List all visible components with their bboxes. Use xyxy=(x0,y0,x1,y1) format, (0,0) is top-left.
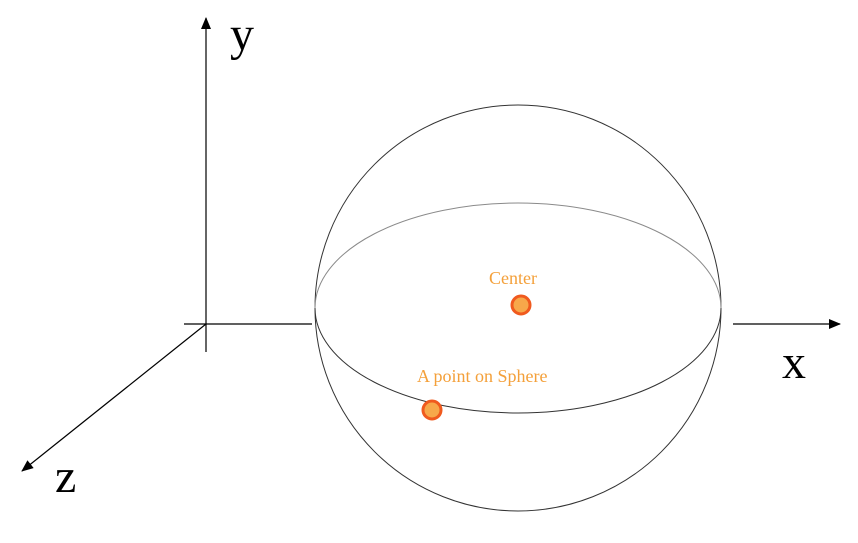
surface-point-label: A point on Sphere xyxy=(417,366,548,386)
center-label: Center xyxy=(489,268,537,288)
center-point-icon xyxy=(510,294,532,316)
z-axis-line xyxy=(21,323,207,472)
x-axis-label: x xyxy=(782,336,806,389)
surface-point-icon xyxy=(421,399,443,421)
z-axis-label: z xyxy=(55,450,76,503)
sphere-equator-front xyxy=(314,307,722,414)
y-axis-label: y xyxy=(230,8,254,61)
sphere-equator-back xyxy=(314,202,722,309)
